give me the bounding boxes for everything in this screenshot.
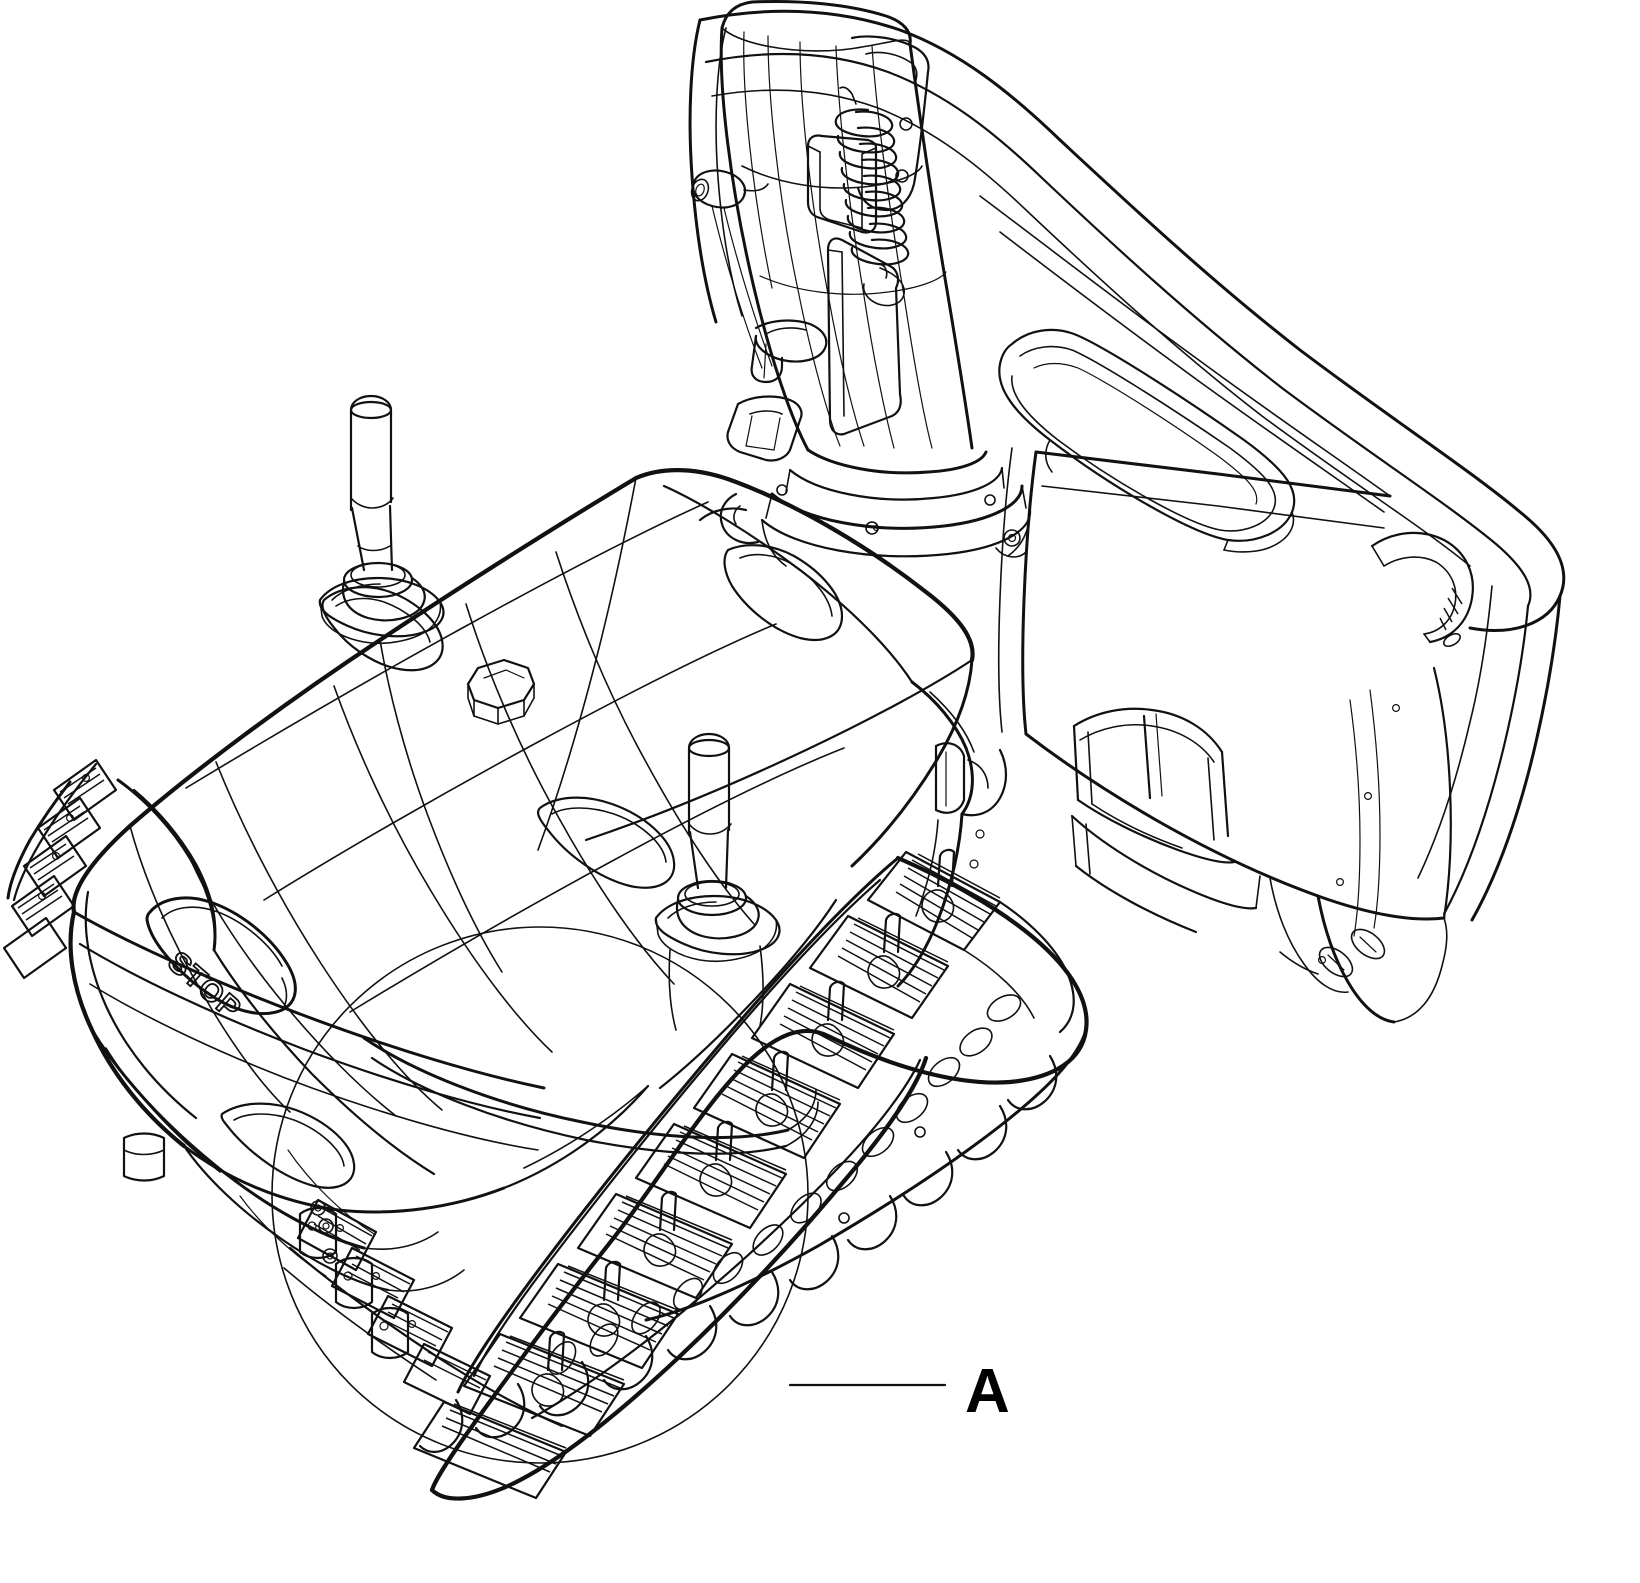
track-right: [412, 848, 1089, 1501]
engine-hood: [68, 468, 1008, 1214]
control-lever-right[interactable]: [654, 732, 781, 1031]
mast-pin: [690, 169, 769, 209]
mast-tie-bar: [750, 319, 828, 384]
fuel-cap[interactable]: [466, 658, 536, 725]
rops-canopy-frame: [688, 9, 1566, 922]
storage-basket: [1070, 707, 1261, 934]
track-shoes: [412, 848, 1002, 1500]
front-lower-cowl: [90, 1028, 465, 1292]
undercarriage-frame: [189, 857, 838, 1176]
grab-handle[interactable]: [1370, 531, 1474, 649]
callout-label-a: A: [965, 1357, 1010, 1426]
operator-seat: [998, 328, 1296, 553]
callout-a: A: [788, 1357, 1010, 1426]
tail-lamp: [1318, 928, 1386, 978]
left-track-shoes: [2, 758, 118, 980]
coil-spring: [834, 86, 910, 266]
control-lever-left[interactable]: [318, 394, 445, 645]
mast-assembly: [690, 0, 1032, 567]
rear-fender: [1024, 666, 1452, 1024]
detail-circle-a: [271, 926, 809, 1464]
